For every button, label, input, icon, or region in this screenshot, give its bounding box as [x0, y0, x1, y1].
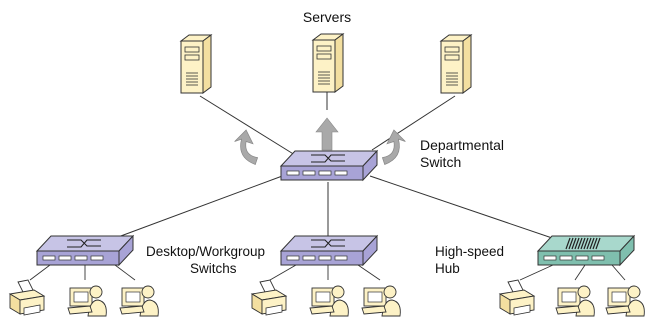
departmental-switch-label-line1: Departmental [420, 137, 504, 153]
server-left-icon [180, 34, 212, 94]
uplink-arrow-left-icon [234, 129, 258, 165]
user-workstation-icon [119, 285, 159, 317]
workgroup-switch-label: Desktop/Workgroup Switchs [146, 244, 269, 276]
user-workstation-icon [605, 285, 645, 317]
uplink-arrow-right-icon [382, 129, 406, 165]
printer-icon [499, 279, 535, 316]
user-workstation-icon [309, 285, 349, 317]
client-links-right [519, 264, 626, 281]
printer-icon [9, 279, 45, 316]
departmental-switch-label: Departmental Switch [420, 137, 508, 170]
uplink-arrow-center-icon [315, 117, 339, 151]
printer-icon [251, 279, 287, 316]
link-server-left [199, 95, 296, 156]
workgroup-switch-center-icon [280, 235, 378, 266]
link-switch-right [369, 175, 559, 241]
hub-label-line1: High-speed [435, 244, 504, 259]
link-switch-left [109, 174, 286, 241]
servers-label: Servers [303, 9, 351, 25]
link-server-right [371, 95, 456, 151]
user-workstation-icon [555, 285, 595, 317]
hub-label: High-speed Hub [435, 244, 508, 276]
departmental-switch-icon [280, 150, 378, 181]
departmental-switch-label-line2: Switch [420, 154, 461, 170]
connection-lines [109, 92, 559, 241]
workgroup-switch-label-line1: Desktop/Workgroup [146, 244, 265, 259]
user-workstation-icon [67, 285, 107, 317]
hub-label-line2: Hub [435, 261, 460, 276]
workgroup-switch-left-icon [36, 235, 134, 266]
server-right-icon [440, 34, 472, 94]
client-links-center [269, 264, 381, 281]
high-speed-hub-icon [537, 235, 635, 266]
server-center-icon [312, 33, 344, 93]
user-workstation-icon [361, 285, 401, 317]
workgroup-switch-label-line2: Switchs [190, 261, 237, 276]
client-links-left [29, 264, 136, 281]
